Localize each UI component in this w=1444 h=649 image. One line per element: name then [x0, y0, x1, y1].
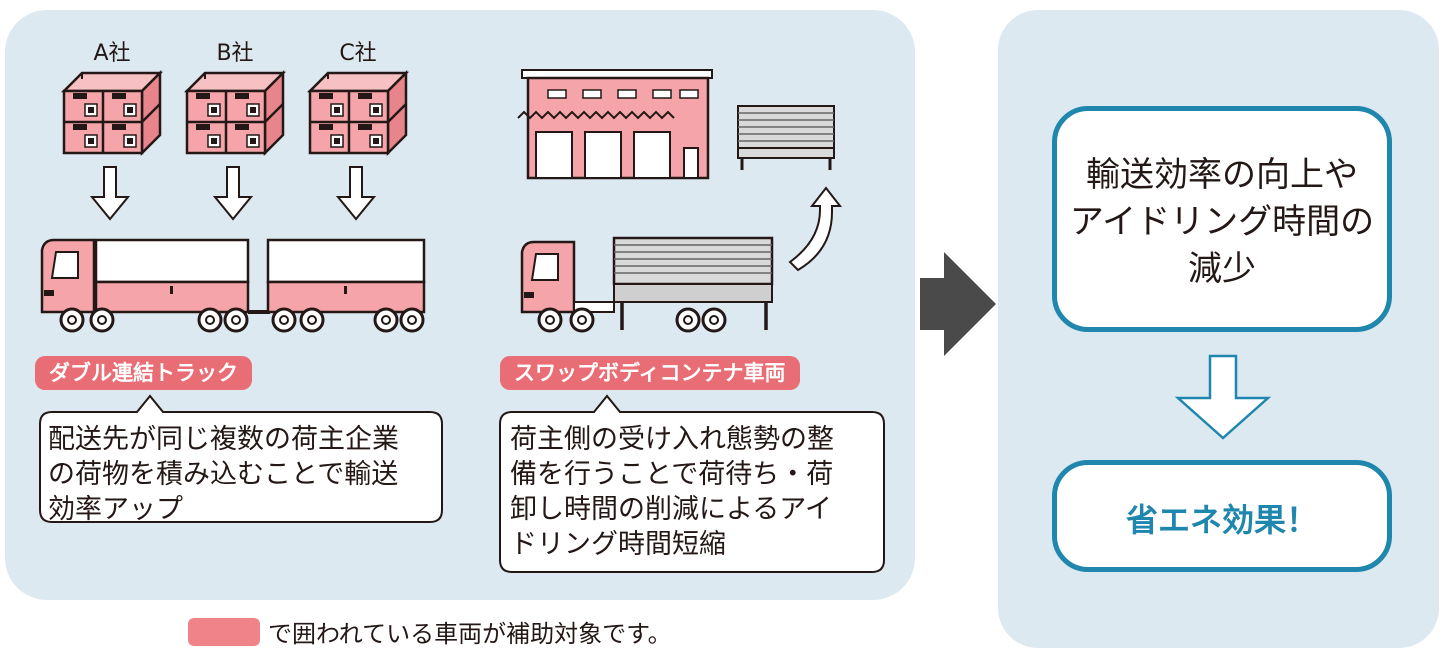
- desc-line: ドリング時間短縮: [510, 529, 726, 560]
- legend-swatch: [188, 618, 260, 646]
- swap-body-desc: 荷主側の受け入れ態勢の整 備を行うことで荷待ち・荷 卸し時間の削減によるアイ ド…: [510, 422, 834, 562]
- cargo-boxes-b-icon: [185, 71, 285, 155]
- warehouse-icon: [517, 69, 713, 180]
- desc-line: 荷主側の受け入れ態勢の整: [510, 424, 834, 455]
- company-a-label: A社: [93, 41, 131, 66]
- swap-container-icon: [737, 105, 835, 170]
- result-box-efficiency: [1052, 106, 1392, 332]
- result-down-arrow-icon: [1174, 354, 1272, 440]
- right-arrow-icon: [920, 252, 996, 356]
- cargo-boxes-c-icon: [308, 71, 408, 155]
- result-energy-text: 省エネ効果！: [1125, 501, 1318, 539]
- down-arrow-icon: [337, 166, 375, 220]
- result-line: アイドリング時間の: [1069, 202, 1375, 242]
- result-efficiency-text: 輸送効率の向上や アイドリング時間の 減少: [1052, 152, 1392, 293]
- legend-text: で囲われている車両が補助対象です。: [268, 620, 672, 648]
- down-arrow-icon: [214, 166, 252, 220]
- swap-body-tag: スワップボディコンテナ車両: [500, 356, 800, 390]
- cargo-boxes-a-icon: [62, 71, 162, 155]
- swap-body-truck-icon: [520, 236, 774, 333]
- result-line: 減少: [1188, 249, 1256, 289]
- result-line: 輸送効率の向上や: [1086, 155, 1358, 195]
- desc-line: の荷物を積み込むことで輸送: [48, 459, 399, 490]
- desc-line: 備を行うことで荷待ち・荷: [510, 459, 834, 490]
- double-truck-desc: 配送先が同じ複数の荷主企業 の荷物を積み込むことで輸送 効率アップ: [48, 422, 399, 527]
- swap-body-bubble: [499, 394, 885, 573]
- curved-arrow-icon: [788, 186, 843, 272]
- desc-line: 効率アップ: [48, 494, 183, 525]
- down-arrow-icon: [91, 166, 129, 220]
- company-b-label: B社: [216, 41, 254, 66]
- desc-line: 卸し時間の削減によるアイ: [510, 494, 832, 525]
- double-truck-bubble: [39, 394, 443, 523]
- desc-line: 配送先が同じ複数の荷主企業: [48, 424, 399, 455]
- double-truck-icon: [40, 238, 426, 333]
- result-box-energy: [1052, 460, 1392, 572]
- company-c-label: C社: [339, 41, 377, 66]
- double-truck-tag: ダブル連結トラック: [35, 356, 252, 390]
